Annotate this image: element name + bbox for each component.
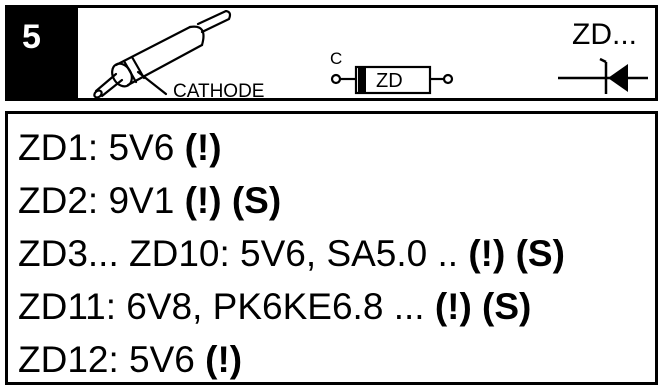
item-flags: (!) (S) — [434, 286, 532, 327]
zener-diode-list: ZD1: 5V6 (!) ZD2: 9V1 (!) (S) ZD3... ZD1… — [5, 111, 658, 385]
package-body-label: ZD — [376, 70, 403, 92]
diode-package-symbol: C ZD — [330, 49, 454, 95]
item-flags: (!) — [205, 339, 243, 380]
cathode-label-graphic: CATHODE — [173, 81, 264, 102]
step-badge: 5 — [8, 8, 78, 98]
item-text: ZD2: 9V1 — [18, 180, 185, 221]
item-flags: (!) — [184, 127, 222, 168]
item-text: ZD11: 6V8, PK6KE6.8 ... — [18, 286, 435, 327]
zener-symbol-label: ZD... — [572, 18, 637, 51]
list-item: ZD12: 5V6 (!) — [18, 334, 242, 386]
list-item: ZD2: 9V1 (!) (S) — [18, 175, 281, 227]
item-flags: (!) (S) — [468, 233, 565, 274]
list-item: ZD3... ZD10: 5V6, SA5.0 .. (!) (S) — [18, 228, 565, 280]
list-item: ZD1: 5V6 (!) — [18, 122, 222, 174]
item-text: ZD3... ZD10: 5V6, SA5.0 .. — [18, 233, 469, 274]
zener-symbol: ZD... — [558, 18, 648, 94]
package-c-label: C — [330, 49, 342, 68]
cathode-label: CATHODE — [173, 81, 264, 102]
instruction-header: 5 CATHODE C — [5, 5, 658, 102]
item-flags: (!) (S) — [184, 180, 282, 221]
item-text: ZD12: 5V6 — [18, 339, 206, 380]
step-number: 5 — [22, 18, 41, 56]
item-text: ZD1: 5V6 — [18, 127, 185, 168]
list-item: ZD11: 6V8, PK6KE6.8 ... (!) (S) — [18, 281, 531, 333]
diode-drawing — [93, 10, 232, 99]
